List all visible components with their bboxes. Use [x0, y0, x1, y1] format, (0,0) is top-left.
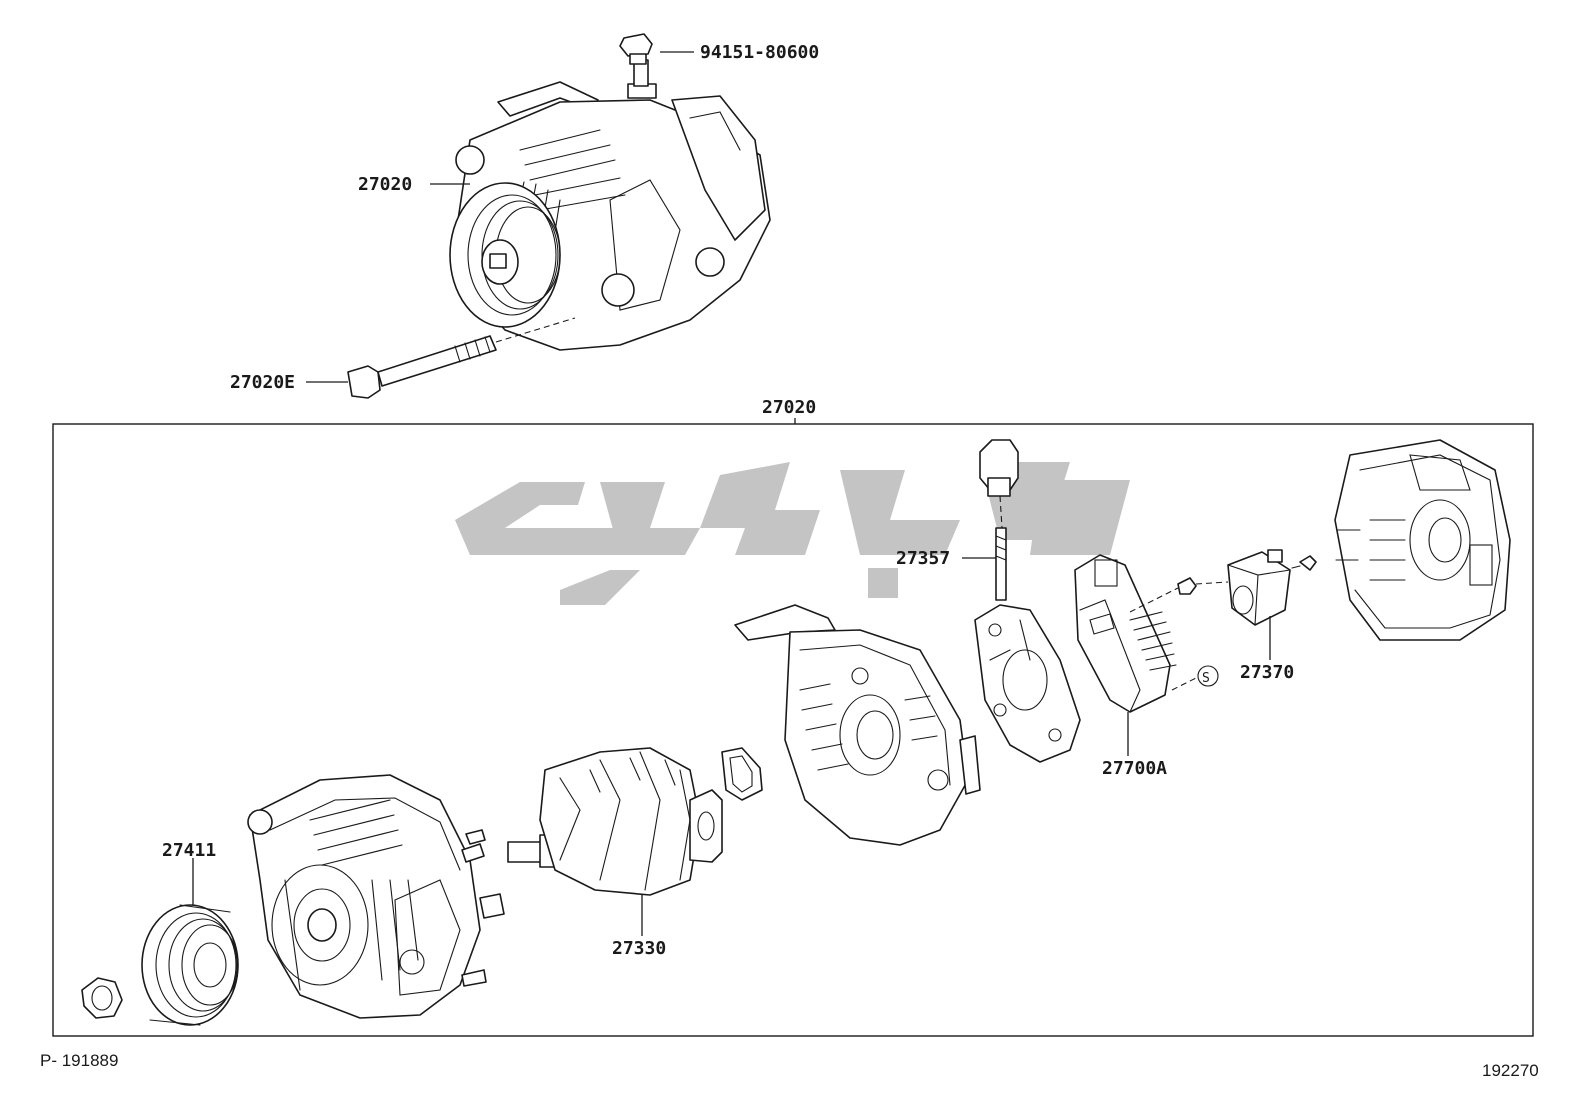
label-regulator-27700A: 27700A — [1102, 758, 1167, 779]
footer-left-code: P- 191889 — [40, 1051, 118, 1070]
label-alternator-27020: 27020 — [358, 174, 412, 195]
seal-symbol: S — [1202, 671, 1210, 686]
label-terminal-insulator-27357: 27357 — [896, 548, 950, 569]
label-brush-holder-27370: 27370 — [1240, 662, 1294, 683]
pulley-drawing — [141, 904, 239, 1026]
footer-right-code: 192270 — [1482, 1061, 1539, 1080]
rotor-drawing — [507, 747, 723, 896]
rectifier-drawing — [974, 604, 1081, 763]
label-bolt-94151-80600: 94151-80600 — [700, 42, 819, 63]
label-rotor-27330: 27330 — [612, 938, 666, 959]
label-through-bolt-27020E: 27020E — [230, 372, 295, 393]
rear-cover-drawing — [1334, 439, 1511, 641]
terminal-insulator-drawing — [979, 439, 1019, 601]
stator-frame-drawing — [247, 774, 505, 1019]
watermark-logo — [455, 462, 1130, 605]
seal-ring-drawing — [721, 747, 763, 801]
label-kit-27020: 27020 — [762, 397, 816, 418]
alternator-assembly-drawing — [449, 59, 771, 351]
kit-frame — [52, 423, 1534, 1037]
label-pulley-27411: 27411 — [162, 840, 216, 861]
through-bolt-drawing — [347, 317, 576, 399]
pulley-nut-drawing — [81, 977, 123, 1019]
regulator-drawing: S — [1074, 554, 1229, 713]
drive-end-frame-drawing — [734, 604, 981, 846]
brush-holder-drawing — [1227, 549, 1317, 626]
top-nut-drawing — [619, 33, 653, 65]
